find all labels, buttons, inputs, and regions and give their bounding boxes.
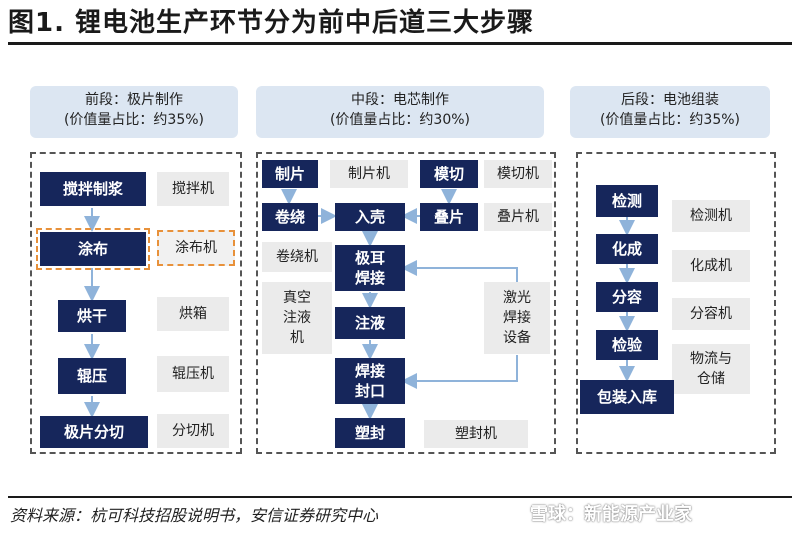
step-stirring: 搅拌制浆 — [40, 172, 146, 206]
machine-formation: 化成机 — [672, 250, 750, 282]
step-electrolyte-filling: 注液 — [335, 307, 405, 339]
step-winding: 卷绕 — [262, 203, 318, 231]
machine-mixer: 搅拌机 — [157, 172, 229, 206]
machine-winder: 卷绕机 — [262, 242, 332, 272]
stage-back-share: (价值量占比：约35%) — [599, 112, 741, 128]
machine-stacker: 叠片机 — [484, 203, 552, 231]
step-coating: 涂布 — [36, 228, 150, 270]
stage-back-name: 后段：电池组装 — [621, 92, 719, 108]
step-packing-storage: 包装入库 — [580, 380, 674, 414]
step-rolling: 辊压 — [58, 358, 126, 394]
figure-title: 图1. 锂电池生产环节分为前中后道三大步骤 — [8, 8, 535, 38]
machine-oven: 烘箱 — [157, 297, 229, 331]
step-drying: 烘干 — [58, 300, 126, 332]
footer-divider — [8, 496, 792, 498]
source-note: 资料来源：杭可科技招股说明书，安信证券研究中心 — [10, 506, 379, 525]
arrow-laser-1 — [401, 260, 518, 282]
step-testing: 检测 — [596, 185, 658, 217]
panel-front — [30, 152, 242, 454]
machine-slitter: 分切机 — [157, 414, 229, 448]
step-sheet-making: 制片 — [262, 160, 318, 188]
step-casing: 入壳 — [335, 203, 405, 231]
step-weld-sealing: 焊接 封口 — [335, 358, 405, 404]
machine-laser-welder: 激光 焊接 设备 — [484, 282, 550, 354]
machine-coater: 涂布机 — [157, 230, 235, 266]
step-tab-welding: 极耳 焊接 — [335, 245, 405, 291]
watermark: 雪球：新能源产业家 — [530, 504, 692, 525]
stage-front: 前段：极片制作 (价值量占比：约35%) — [30, 86, 238, 138]
step-stacking: 叠片 — [420, 203, 478, 231]
panel-middle — [256, 152, 556, 454]
step-formation: 化成 — [596, 234, 658, 264]
arrow-laser-2 — [401, 355, 518, 389]
machine-plastic-sealer: 塑封机 — [424, 420, 528, 448]
machine-roller-press: 辊压机 — [157, 356, 229, 392]
step-slitting: 极片分切 — [40, 416, 148, 448]
logistics-storage: 物流与 仓储 — [672, 344, 750, 394]
stage-middle-name: 中段：电芯制作 — [351, 92, 449, 108]
stage-middle-share: (价值量占比：约30%) — [329, 112, 471, 128]
stage-middle: 中段：电芯制作 (价值量占比：约30%) — [256, 86, 544, 138]
stage-front-name: 前段：极片制作 — [85, 92, 183, 108]
step-grading: 分容 — [596, 282, 658, 312]
machine-die-cutter: 模切机 — [484, 160, 552, 188]
stage-back: 后段：电池组装 (价值量占比：约35%) — [570, 86, 770, 138]
machine-grader: 分容机 — [672, 298, 750, 330]
machine-sheet-maker: 制片机 — [330, 160, 408, 188]
stage-front-share: (价值量占比：约35%) — [63, 112, 205, 128]
machine-vacuum-filler: 真空 注液 机 — [262, 282, 332, 354]
step-plastic-sealing: 塑封 — [335, 418, 405, 448]
machine-tester: 检测机 — [672, 200, 750, 232]
step-die-cutting: 模切 — [420, 160, 478, 188]
title-divider — [8, 42, 792, 45]
panel-back — [576, 152, 776, 454]
step-inspection: 检验 — [596, 330, 658, 360]
